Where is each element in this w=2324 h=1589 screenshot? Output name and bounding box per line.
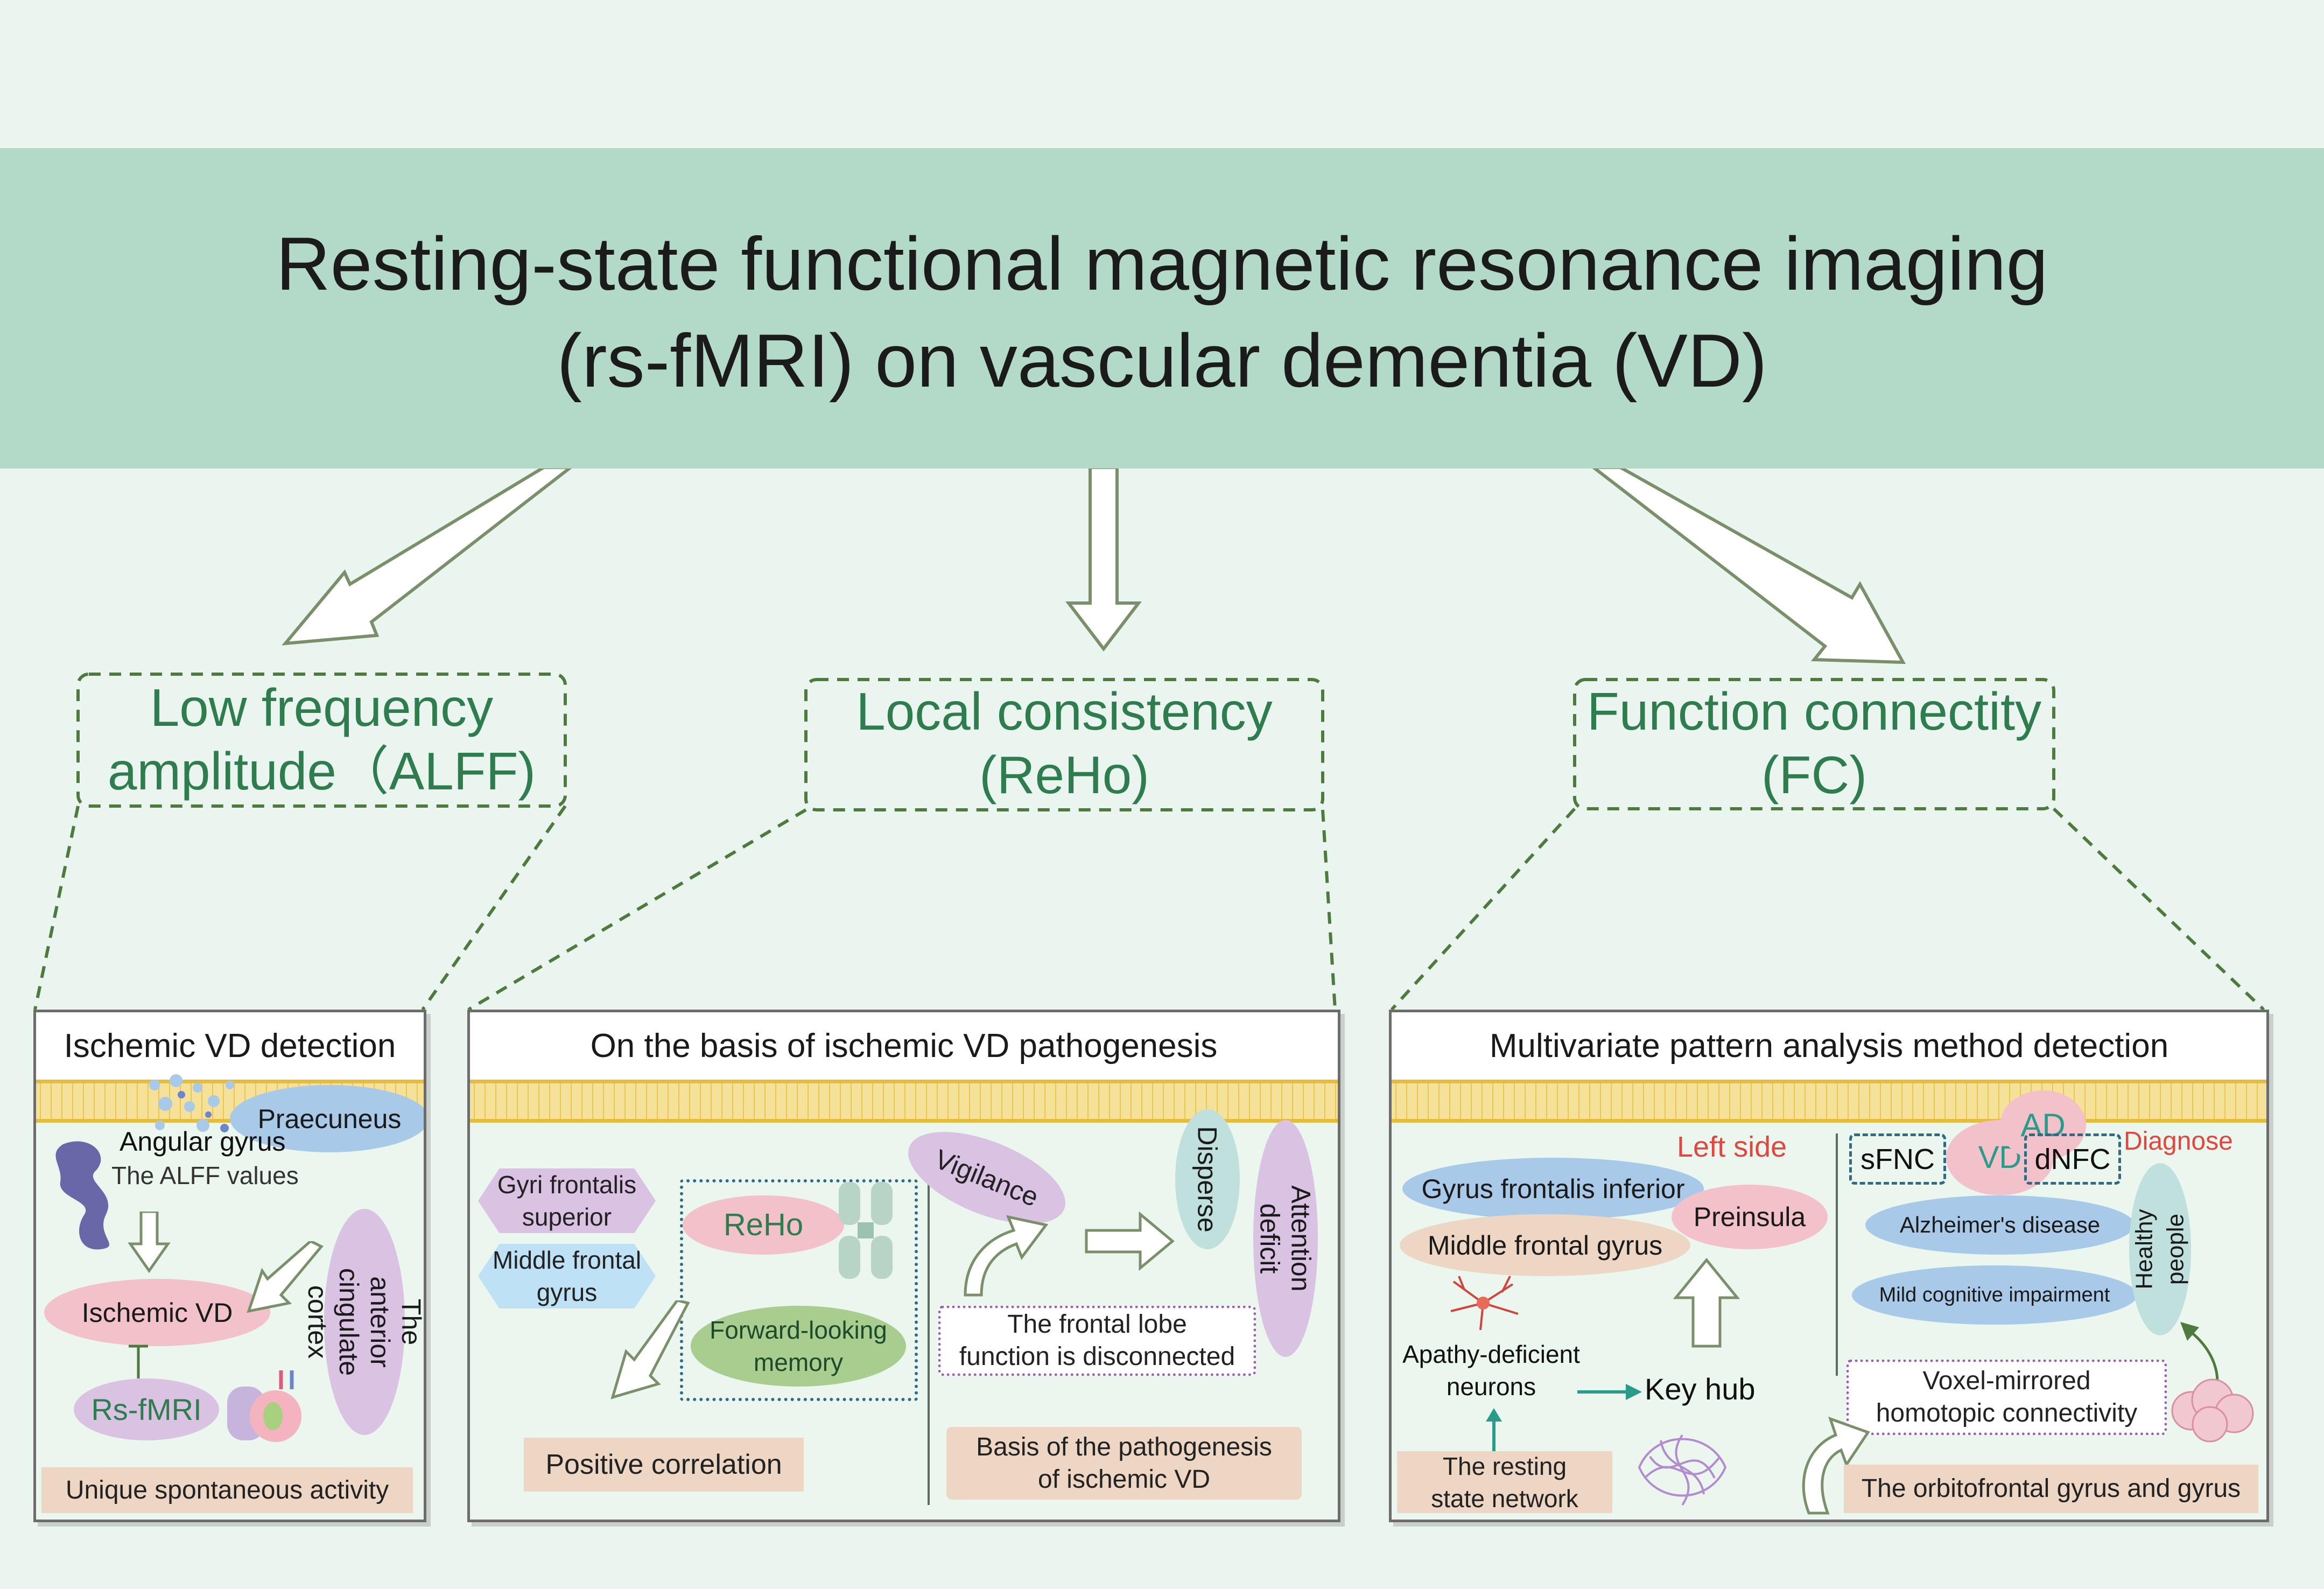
hollow-arrow-icon: [1802, 1416, 1870, 1515]
reho-dotted-box: [680, 1179, 918, 1401]
teal-arrow-right: [1577, 1384, 1642, 1400]
anterior-cingulate-label: The anterior cingulate cortex: [303, 1268, 426, 1376]
panel-heading: Multivariate pattern analysis method det…: [1489, 1027, 2169, 1065]
panel-fc: Multivariate pattern analysis method det…: [1389, 1010, 2269, 1522]
resting-network-box: The resting state network: [1397, 1451, 1612, 1513]
hollow-arrow-icon: [610, 1300, 690, 1399]
cells-cluster-icon: [2171, 1378, 2254, 1443]
panel-divider: [1836, 1133, 1838, 1376]
hollow-arrow-icon: [1085, 1211, 1175, 1271]
angular-gyrus-label: Angular gyrus: [120, 1126, 286, 1157]
method-title-reho: Local consistency (ReHo): [856, 682, 1273, 804]
neuron-icon: [1450, 1276, 1519, 1331]
panel-reho: On the basis of ischemic VD pathogenesis…: [467, 1010, 1340, 1522]
positive-correlation-box: Positive correlation: [524, 1438, 804, 1492]
vesicle-dots-icon: [149, 1074, 251, 1132]
method-box-outline: [1573, 678, 2055, 810]
healthy-people-oval: Healthy people: [2129, 1163, 2191, 1335]
frontal-lobe-box: The frontal lobe function is disconnecte…: [938, 1306, 1256, 1376]
disperse-label: Disperse: [1192, 1126, 1223, 1233]
attention-deficit-oval: Attention deficit: [1253, 1120, 1318, 1357]
panel-heading: On the basis of ischemic VD pathogenesis: [590, 1027, 1218, 1065]
middle-frontal-hexagon: Middle frontal gyrus: [478, 1244, 656, 1308]
brain-organ-icon: [227, 1370, 301, 1442]
hollow-arrow-icon: [1673, 1258, 1740, 1348]
basis-pathogenesis-box: Basis of the pathogenesis of ischemic VD: [946, 1427, 1302, 1500]
inhibition-line: [129, 1345, 148, 1378]
alff-values-label: The ALFF values: [111, 1161, 299, 1189]
method-box-outline: [76, 673, 567, 808]
key-hub-label: Key hub: [1645, 1372, 1756, 1406]
fiber-tangle-icon: [1638, 1434, 1727, 1506]
panel-heading: Ischemic VD detection: [64, 1027, 396, 1065]
main-title: Resting-state functional magnetic resona…: [276, 221, 2048, 403]
healthy-people-label: Healthy people: [2131, 1209, 2189, 1290]
panel-body: Left side Gyrus frontalis inferior Middl…: [1392, 1080, 2266, 1520]
middle-frontal-oval: Middle frontal gyrus: [1400, 1214, 1690, 1276]
forward-memory-oval: Forward-looking memory: [691, 1306, 906, 1387]
unique-activity-box: Unique spontaneous activity: [41, 1467, 413, 1513]
anterior-cingulate-oval: The anterior cingulate cortex: [303, 1209, 424, 1435]
sfnc-box: sFNC: [1849, 1133, 1946, 1185]
hollow-arrow-icon: [128, 1212, 171, 1273]
brain-lobe-icon: [55, 1141, 110, 1250]
hollow-arrow-icon: [282, 466, 575, 646]
ischemic-vd-oval: Ischemic VD: [44, 1279, 270, 1346]
panel-alff: Ischemic VD detection Praecuneus Angular…: [33, 1010, 426, 1522]
gyri-frontalis-hexagon: Gyri frontalis superior: [478, 1168, 656, 1233]
attention-deficit-label: Attention deficit: [1255, 1185, 1316, 1292]
title-banner: [0, 148, 2324, 468]
hollow-arrow-icon: [964, 1215, 1049, 1297]
receptor-icon: [839, 1182, 893, 1279]
orbitofrontal-box: The orbitofrontal gyrus and gyrus: [1844, 1465, 2258, 1513]
apathy-neurons-label: Apathy-deficient neurons: [1402, 1340, 1580, 1401]
left-side-label: Left side: [1677, 1131, 1787, 1163]
membrane-strip: [1392, 1080, 2266, 1123]
diagnose-label: Diagnose: [2124, 1127, 2233, 1156]
voxel-mirrored-box: Voxel-mirrored homotopic connectivity: [1846, 1360, 2167, 1435]
hollow-arrow-icon: [1065, 466, 1142, 652]
method-title-fc: Function connectity (FC): [1586, 682, 2042, 804]
hollow-arrow-icon: [1589, 466, 1906, 664]
method-box-outline: [804, 678, 1324, 811]
gyrus-frontalis-inferior-oval: Gyrus frontalis inferior: [1402, 1158, 1704, 1220]
panel-body: Gyri frontalis superior Middle frontal g…: [470, 1080, 1338, 1520]
reho-oval: ReHo: [683, 1195, 844, 1255]
disperse-oval: Disperse: [1175, 1109, 1240, 1249]
hollow-arrow-icon: [247, 1241, 324, 1313]
panel-divider: [928, 1182, 930, 1505]
rs-fmri-oval: Rs-fMRI: [74, 1378, 219, 1440]
alzheimers-oval: Alzheimer's disease: [1865, 1195, 2135, 1255]
preinsula-oval: Preinsula: [1672, 1185, 1828, 1249]
dnfc-box: dNFC: [2024, 1133, 2121, 1185]
panel-body: Praecuneus Angular gyrus The ALFF values…: [36, 1074, 424, 1520]
mci-oval: Mild cognitive impairment: [1852, 1265, 2137, 1325]
praecuneus-oval: Praecuneus: [230, 1085, 424, 1152]
method-title-alff: Low frequency amplitude（ALFF): [107, 678, 536, 801]
ad-oval: AD: [2000, 1090, 2086, 1160]
